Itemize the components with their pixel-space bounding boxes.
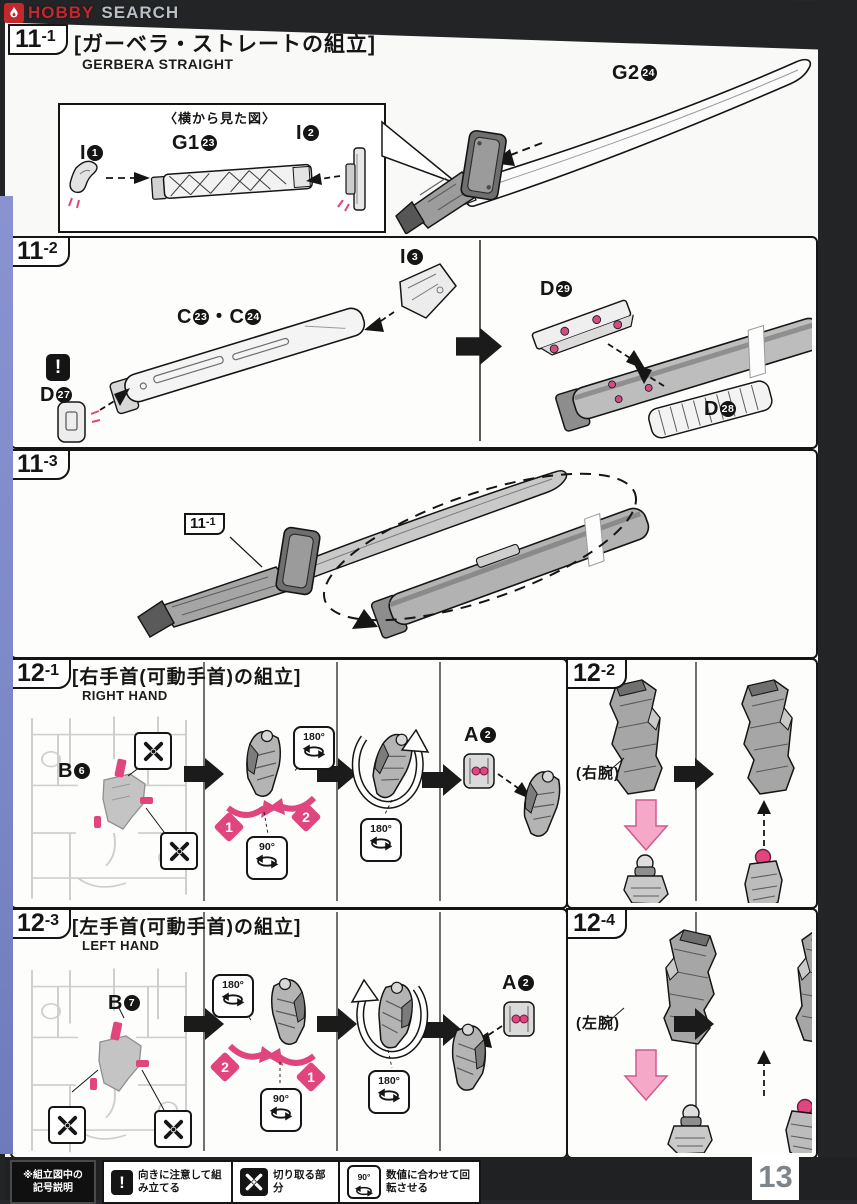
rotate-90-badge: 90° xyxy=(246,836,288,880)
section-12-3-tab: 12-3 xyxy=(10,908,72,940)
sheath-assembly-drawing xyxy=(57,240,812,443)
assembled-sword-drawing xyxy=(137,470,568,638)
part-d29-drawing xyxy=(531,299,634,356)
nippers-icon xyxy=(240,1168,268,1196)
section-12-3-title-jp: [左手首(可動手首)の組立] xyxy=(72,917,302,938)
legend-title: ※組立図中の記号説明 xyxy=(10,1160,96,1204)
symbol-legend: ※組立図中の記号説明 ! 向きに注意して組み立てる 切り取る部分 90° 数値に… xyxy=(10,1160,481,1204)
rotate-90-badge: 90° xyxy=(260,1088,302,1132)
section-11-1-title-jp: [ガーベラ・ストレートの組立] xyxy=(74,33,376,56)
right-arm-attach-drawing xyxy=(607,662,795,903)
insertion-path-ellipse xyxy=(322,472,638,622)
rotate-180-badge: 180° xyxy=(360,818,402,862)
section-11-3: 11-3 11-1 xyxy=(10,449,818,659)
part-g1-drawing xyxy=(150,163,313,200)
left-hand-steps-drawing xyxy=(31,912,535,1153)
step-1-marker: 1 xyxy=(213,811,245,843)
section-11-2-tab: 11-2 xyxy=(10,236,70,268)
gerbera-straight-drawing xyxy=(68,58,812,234)
nippers-icon xyxy=(134,732,172,770)
ref-label-11-1: 11-1 xyxy=(184,513,225,536)
step-1-marker: 1 xyxy=(295,1061,327,1093)
section-12-3: 12-3 [左手首(可動手首)の組立] LEFT HAND xyxy=(10,908,568,1159)
insertion-arrowhead xyxy=(352,609,378,629)
nippers-icon xyxy=(154,1110,192,1148)
right-arm-label: (右腕) xyxy=(576,765,620,782)
section-12-2: 12-2 (右腕) xyxy=(566,658,818,909)
left-arm-attach-drawing xyxy=(607,912,812,1153)
sword-sheathing-drawing xyxy=(137,470,650,639)
section-12-1-title-en: RIGHT HAND xyxy=(82,688,168,703)
sheath-drawing-11-3 xyxy=(370,507,650,639)
section-11-1-tab: 11-1 xyxy=(8,24,68,56)
part-i3-drawing xyxy=(399,263,457,319)
sheath-assembled-drawing xyxy=(555,317,812,432)
section-11-3-tab: 11-3 xyxy=(10,449,70,481)
step-2-marker: 2 xyxy=(290,801,322,833)
warning-icon: ! xyxy=(46,354,70,381)
scan-edge-right xyxy=(818,0,857,1200)
section-12-1-tab: 12-1 xyxy=(10,658,72,690)
inset-caption: 〈横から見た図〉 xyxy=(163,111,276,126)
section-12-4-tab: 12-4 xyxy=(566,908,628,940)
rotate-180-badge: 180° xyxy=(368,1070,410,1114)
legend-item-cut: 切り取る部分 xyxy=(231,1162,338,1202)
section-12-1-title-jp: [右手首(可動手首)の組立] xyxy=(72,667,302,688)
part-i1-drawing xyxy=(68,160,98,209)
rotate-180-badge: 180° xyxy=(212,974,254,1018)
page-number: 13 xyxy=(752,1154,799,1200)
part-b7-on-runner xyxy=(71,1005,165,1111)
flame-icon xyxy=(4,3,24,23)
section-11-1: 11-1 [ガーベラ・ストレートの組立] GERBERA STRAIGHT 〈横… xyxy=(8,24,816,234)
pink-rotate-arrow-1 xyxy=(226,805,266,818)
rotate-90-icon: 90° xyxy=(347,1165,381,1199)
legend-items: ! 向きに注意して組み立てる 切り取る部分 90° 数値に合わせて回転させる xyxy=(102,1160,481,1204)
part-i2-drawing xyxy=(337,147,366,212)
pink-down-arrow xyxy=(623,1049,669,1102)
nippers-icon xyxy=(48,1106,86,1144)
handle-assembly-drawing xyxy=(395,129,507,234)
rotate-180-badge: 180° xyxy=(293,726,335,770)
part-d27-drawing xyxy=(57,401,101,443)
right-hand-steps-drawing xyxy=(31,662,562,902)
section-12-4: 12-4 (左腕) xyxy=(566,908,818,1159)
section-12-1: 12-1 [右手首(可動手首)の組立] RIGHT HAND xyxy=(10,658,568,909)
legend-item-warning: ! 向きに注意して組み立てる xyxy=(104,1162,231,1202)
section-11-1-title-en: GERBERA STRAIGHT xyxy=(82,56,234,72)
section-11-2: 11-2 xyxy=(10,236,818,449)
pink-down-arrow xyxy=(623,799,669,852)
binding-edge-strip xyxy=(0,196,13,1154)
logo-hobby-text: HOBBY xyxy=(28,3,95,22)
left-arm-label: (左腕) xyxy=(576,1015,620,1032)
hobby-search-watermark: HOBBY SEARCH xyxy=(4,3,179,23)
inset-callout-wedge xyxy=(381,120,459,185)
step-2-marker: 2 xyxy=(209,1051,241,1083)
section-12-2-tab: 12-2 xyxy=(566,658,628,690)
warning-icon: ! xyxy=(111,1169,133,1195)
side-view-inset-box xyxy=(58,103,386,233)
nippers-icon xyxy=(160,832,198,870)
legend-item-rotate: 90° 数値に合わせて回転させる xyxy=(338,1162,479,1202)
section-12-3-title-en: LEFT HAND xyxy=(82,938,160,953)
part-d28-drawing xyxy=(648,380,773,439)
part-b6-on-runner xyxy=(94,758,171,841)
logo-search-text: SEARCH xyxy=(101,3,180,22)
